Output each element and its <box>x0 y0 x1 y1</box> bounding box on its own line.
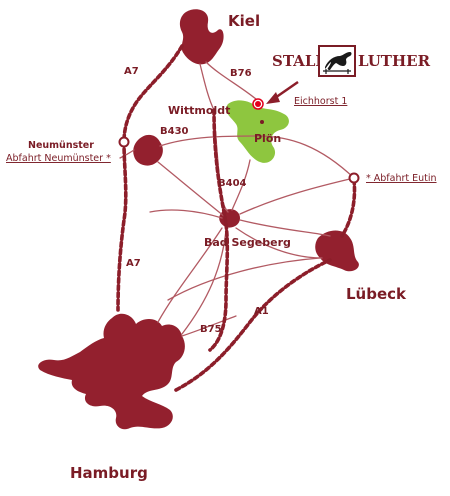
road-ploen-segeberg <box>231 159 251 211</box>
road-label-b75: B75 <box>200 324 222 335</box>
ploen-lake <box>226 100 289 163</box>
logo-text-luther: LUTHER <box>358 52 431 70</box>
destination-address-label: Eichhorst 1 <box>294 96 347 107</box>
motorway-b404 <box>208 108 230 352</box>
road-west-arc <box>149 209 223 219</box>
exit-label-eutin: * Abfahrt Eutin <box>366 173 437 184</box>
road-segeberg-eutin <box>239 177 355 215</box>
eutin-exit-marker <box>348 172 360 184</box>
city-label-hamburg: Hamburg <box>70 464 148 482</box>
kiel-area <box>179 9 224 65</box>
road-label-a1: A1 <box>254 306 269 317</box>
road-label-a7-north: A7 <box>124 66 139 77</box>
stall-luther-logo: STALL LUTHER <box>272 45 431 77</box>
logo-text-stall: STALL <box>272 52 326 70</box>
road-b75 <box>181 315 237 337</box>
road-neumuenster-segeberg <box>157 161 225 217</box>
jumping-horse-icon <box>325 52 352 70</box>
road-hamburg-luebeck-north <box>167 257 321 301</box>
city-label-kiel: Kiel <box>228 12 260 30</box>
road-segeberg-luebeck <box>235 227 323 259</box>
road-label-b404: B404 <box>218 178 247 189</box>
road-label-b430: B430 <box>160 126 189 137</box>
road-b430 <box>159 135 355 179</box>
city-label-wittmoldt: Wittmoldt <box>168 104 230 117</box>
arrow-icon <box>266 80 299 104</box>
city-label-ploen: Plön <box>254 132 281 145</box>
exit-label-neumuenster: Abfahrt Neumünster * <box>6 153 111 164</box>
road-segeberg-hamburg-mid <box>181 229 227 335</box>
city-label-neumuenster: Neumünster <box>28 140 94 151</box>
destination-marker-dot <box>255 101 261 107</box>
road-neumuenster-west <box>119 149 135 159</box>
city-label-luebeck: Lübeck <box>346 285 407 303</box>
motorways <box>116 44 357 392</box>
road-segeberg-hamburg-west <box>157 227 223 323</box>
road-kiel-wittmoldt <box>199 63 215 111</box>
neumuenster-area <box>133 134 163 166</box>
hamburg-area <box>38 313 185 430</box>
road-label-b76: B76 <box>230 68 252 79</box>
city-label-bad-segeberg: Bad Segeberg <box>204 236 291 249</box>
motorway-a7-north <box>122 44 184 144</box>
neumuenster-exit-marker <box>118 136 130 148</box>
city-areas <box>38 9 359 430</box>
road-label-a7-south: A7 <box>126 258 141 269</box>
motorway-a7-south <box>116 140 128 312</box>
motorway-eutin <box>340 178 357 238</box>
motorway-a1 <box>174 258 332 392</box>
road-segeberg-east <box>239 219 331 237</box>
ploen-dot <box>260 120 264 124</box>
